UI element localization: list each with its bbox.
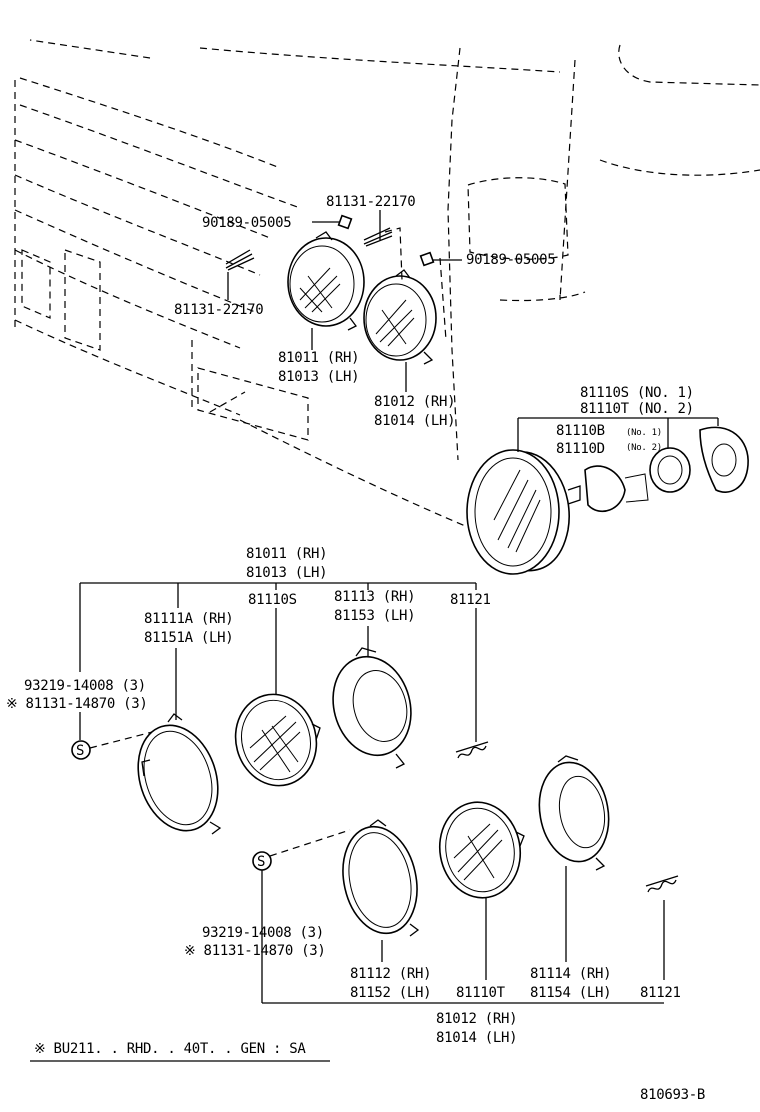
s-symbol-circle-b [252,851,272,871]
s-symbol-a: S [76,743,84,759]
retaining-ring-a [137,713,222,835]
label-bulb-b: 81110B [556,423,605,439]
label-housing-a-lh: 81153 (LH) [334,608,415,624]
upper-right-headlamp-unit [363,269,437,365]
upper-leader-lines [227,210,561,392]
label-bolt-upper: 81131-22170 [326,194,415,210]
upper-fasteners [225,214,435,271]
lower-assembly-b-bracket [261,829,665,1004]
label-housing-a-rh: 81113 (RH) [334,589,415,605]
label-spring-b: 81121 [640,985,681,1001]
part-labels: 81131-22170 90189-05005 90189-05005 8113… [6,194,705,1103]
label-sealed-no1: 81110S (NO. 1) [580,385,694,401]
adjusting-spring-b [645,875,679,893]
label-bulb-d: 81110D [556,441,605,457]
label-bolt-left: 81131-22170 [174,302,263,318]
mounting-housing-a [332,647,412,769]
upper-left-headlamp-unit [287,231,365,331]
label-lamp-t: 81110T [456,985,506,1001]
s-symbol-circle-a [71,740,91,760]
label-asm-b-rh: 81012 (RH) [436,1011,517,1027]
sealed-beam-lamp-s [234,693,321,787]
label-unit-a-rh: 81011 (RH) [278,350,359,366]
label-screw-upper-left: 90189-05005 [202,215,291,231]
label-ring-b-rh: 81112 (RH) [350,966,431,982]
label-screw-upper-right: 90189-05005 [466,252,555,268]
retaining-ring-b [342,819,420,937]
label-screw-a2: ※ 81131-14870 (3) [6,696,148,712]
label-bulb-d-note: (No. 2) [626,443,662,453]
label-housing-b-lh: 81154 (LH) [530,985,611,1001]
label-spring-a: 81121 [450,592,491,608]
label-screw-a1: 93219-14008 (3) [24,678,146,694]
diagram-id: 810693-B [640,1087,705,1103]
label-ring-a-rh: 81111A (RH) [144,611,233,627]
footnote-text: ※ BU211. . RHD. . 40T. . GEN : SA [34,1041,306,1057]
label-unit-b-rh: 81012 (RH) [374,394,455,410]
label-sealed-no2: 81110T (NO. 2) [580,401,694,417]
label-asm-a-rh: 81011 (RH) [246,546,327,562]
label-housing-b-rh: 81114 (RH) [530,966,611,982]
label-screw-b1: 93219-14008 (3) [202,925,324,941]
label-bulb-b-note: (No. 1) [626,428,662,438]
label-unit-b-lh: 81014 (LH) [374,413,455,429]
label-asm-b-lh: 81014 (LH) [436,1030,517,1046]
label-screw-b2: ※ 81131-14870 (3) [184,943,326,959]
label-unit-a-lh: 81013 (LH) [278,369,359,385]
sealed-beam-bulb-assembly [466,417,749,575]
vehicle-body-outline [14,39,760,529]
label-ring-b-lh: 81152 (LH) [350,985,431,1001]
label-lamp-s: 81110S [248,592,297,608]
lower-assembly-a-bracket [79,582,477,749]
s-symbol-b: S [257,854,265,870]
mounting-housing-b [538,755,610,871]
label-asm-a-lh: 81013 (LH) [246,565,327,581]
sealed-beam-lamp-t [438,801,525,899]
adjusting-spring-a [455,741,489,759]
label-ring-a-lh: 81151A (LH) [144,630,233,646]
